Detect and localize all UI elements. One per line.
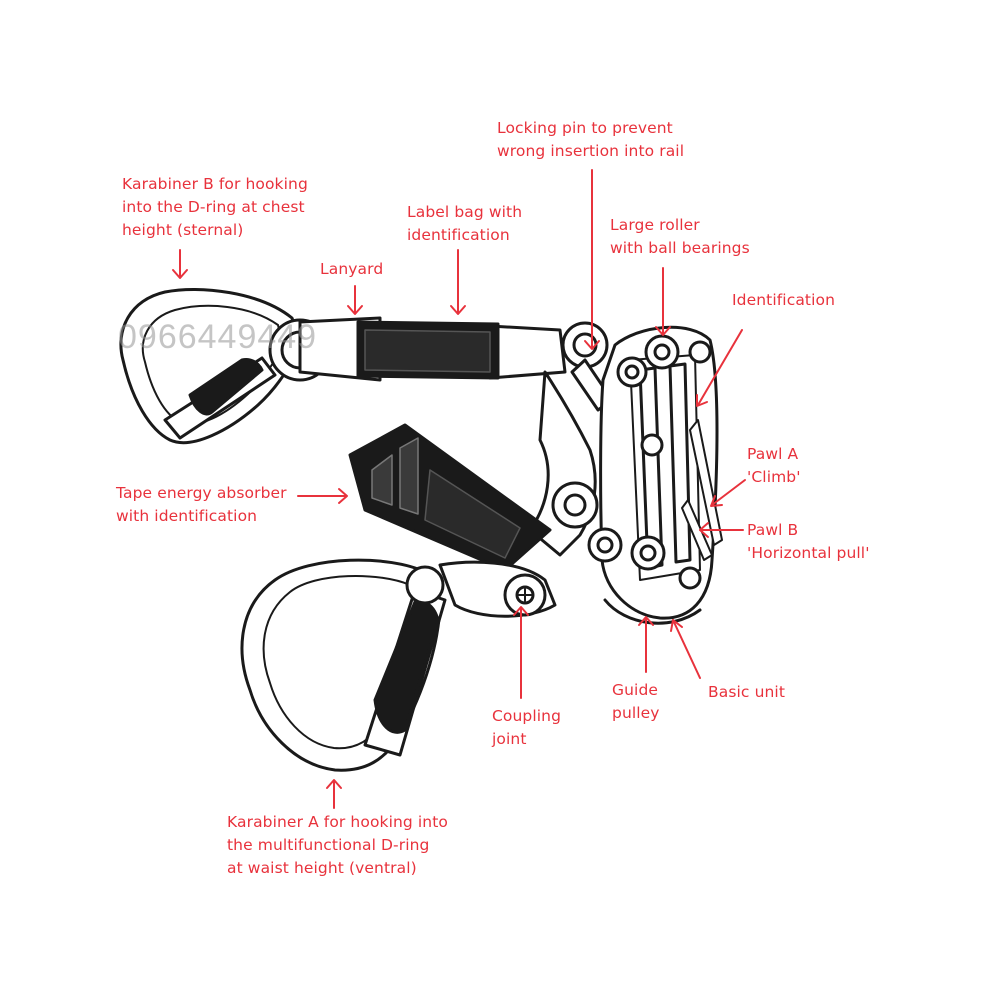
arrow-large-roller [655, 267, 671, 336]
label-line: pulley [612, 704, 660, 722]
label-line: Pawl A [747, 445, 799, 463]
label-bag [356, 320, 500, 380]
arrow-guide-pulley [638, 616, 654, 673]
label-large-roller: Large roller with ball bearings [610, 214, 750, 260]
tape-energy-absorber [348, 423, 552, 572]
label-line: Karabiner A for hooking into [227, 813, 448, 831]
arrow-pawl-a [710, 479, 746, 507]
label-line: with ball bearings [610, 239, 750, 257]
arrow-karabiner-b [172, 249, 188, 279]
label-line: 'Horizontal pull' [747, 544, 870, 562]
label-line: Tape energy absorber [116, 484, 287, 502]
arrow-basic-unit [670, 619, 701, 679]
label-guide-pulley: Guide pulley [612, 679, 660, 725]
label-line: Basic unit [708, 683, 785, 701]
label-line: wrong insertion into rail [497, 142, 685, 160]
arrow-karabiner-a [326, 779, 342, 809]
label-line: Pawl B [747, 521, 799, 539]
label-line: 'Climb' [747, 468, 801, 486]
label-line: Locking pin to prevent [497, 119, 673, 137]
label-line: Karabiner B for hooking [122, 175, 308, 193]
label-line: Lanyard [320, 260, 384, 278]
label-line: Large roller [610, 216, 700, 234]
label-line: into the D-ring at chest [122, 198, 305, 216]
label-tape-absorber: Tape energy absorber with identification [116, 482, 287, 528]
arrow-pawl-b [699, 522, 744, 538]
basic-unit [587, 325, 723, 625]
arrow-coupling-joint [513, 606, 529, 699]
karabiner-b [119, 287, 332, 445]
arrow-tape-absorber [297, 488, 348, 504]
label-karabiner-a: Karabiner A for hooking into the multifu… [227, 811, 448, 880]
label-line: Coupling [492, 707, 562, 725]
label-line: with identification [116, 507, 258, 525]
arrow-lanyard [347, 285, 363, 315]
label-line: Label bag with [407, 203, 523, 221]
coupling-joint-part [503, 573, 547, 617]
label-pawl-a: Pawl A 'Climb' [747, 443, 801, 489]
arrow-label-bag [450, 249, 466, 315]
watermark-text: 0966449449 [118, 318, 318, 356]
label-karabiner-b: Karabiner B for hooking into the D-ring … [122, 173, 308, 242]
karabiner-a [240, 558, 447, 772]
label-line: at waist height (ventral) [227, 859, 417, 877]
label-locking-pin: Locking pin to prevent wrong insertion i… [497, 117, 684, 163]
label-line: height (sternal) [122, 221, 244, 239]
label-lanyard: Lanyard [320, 258, 383, 281]
label-line: the multifunctional D-ring [227, 836, 430, 854]
label-identification: Identification [732, 289, 835, 312]
label-basic-unit: Basic unit [708, 681, 785, 704]
label-line: Guide [612, 681, 659, 699]
arrow-identification [696, 329, 743, 407]
arrow-locking-pin [584, 169, 600, 350]
label-pawl-b: Pawl B 'Horizontal pull' [747, 519, 870, 565]
label-coupling-joint: Coupling joint [492, 705, 561, 751]
label-line: joint [492, 730, 527, 748]
label-label-bag: Label bag with identification [407, 201, 522, 247]
label-line: identification [407, 226, 510, 244]
label-line: Identification [732, 291, 836, 309]
